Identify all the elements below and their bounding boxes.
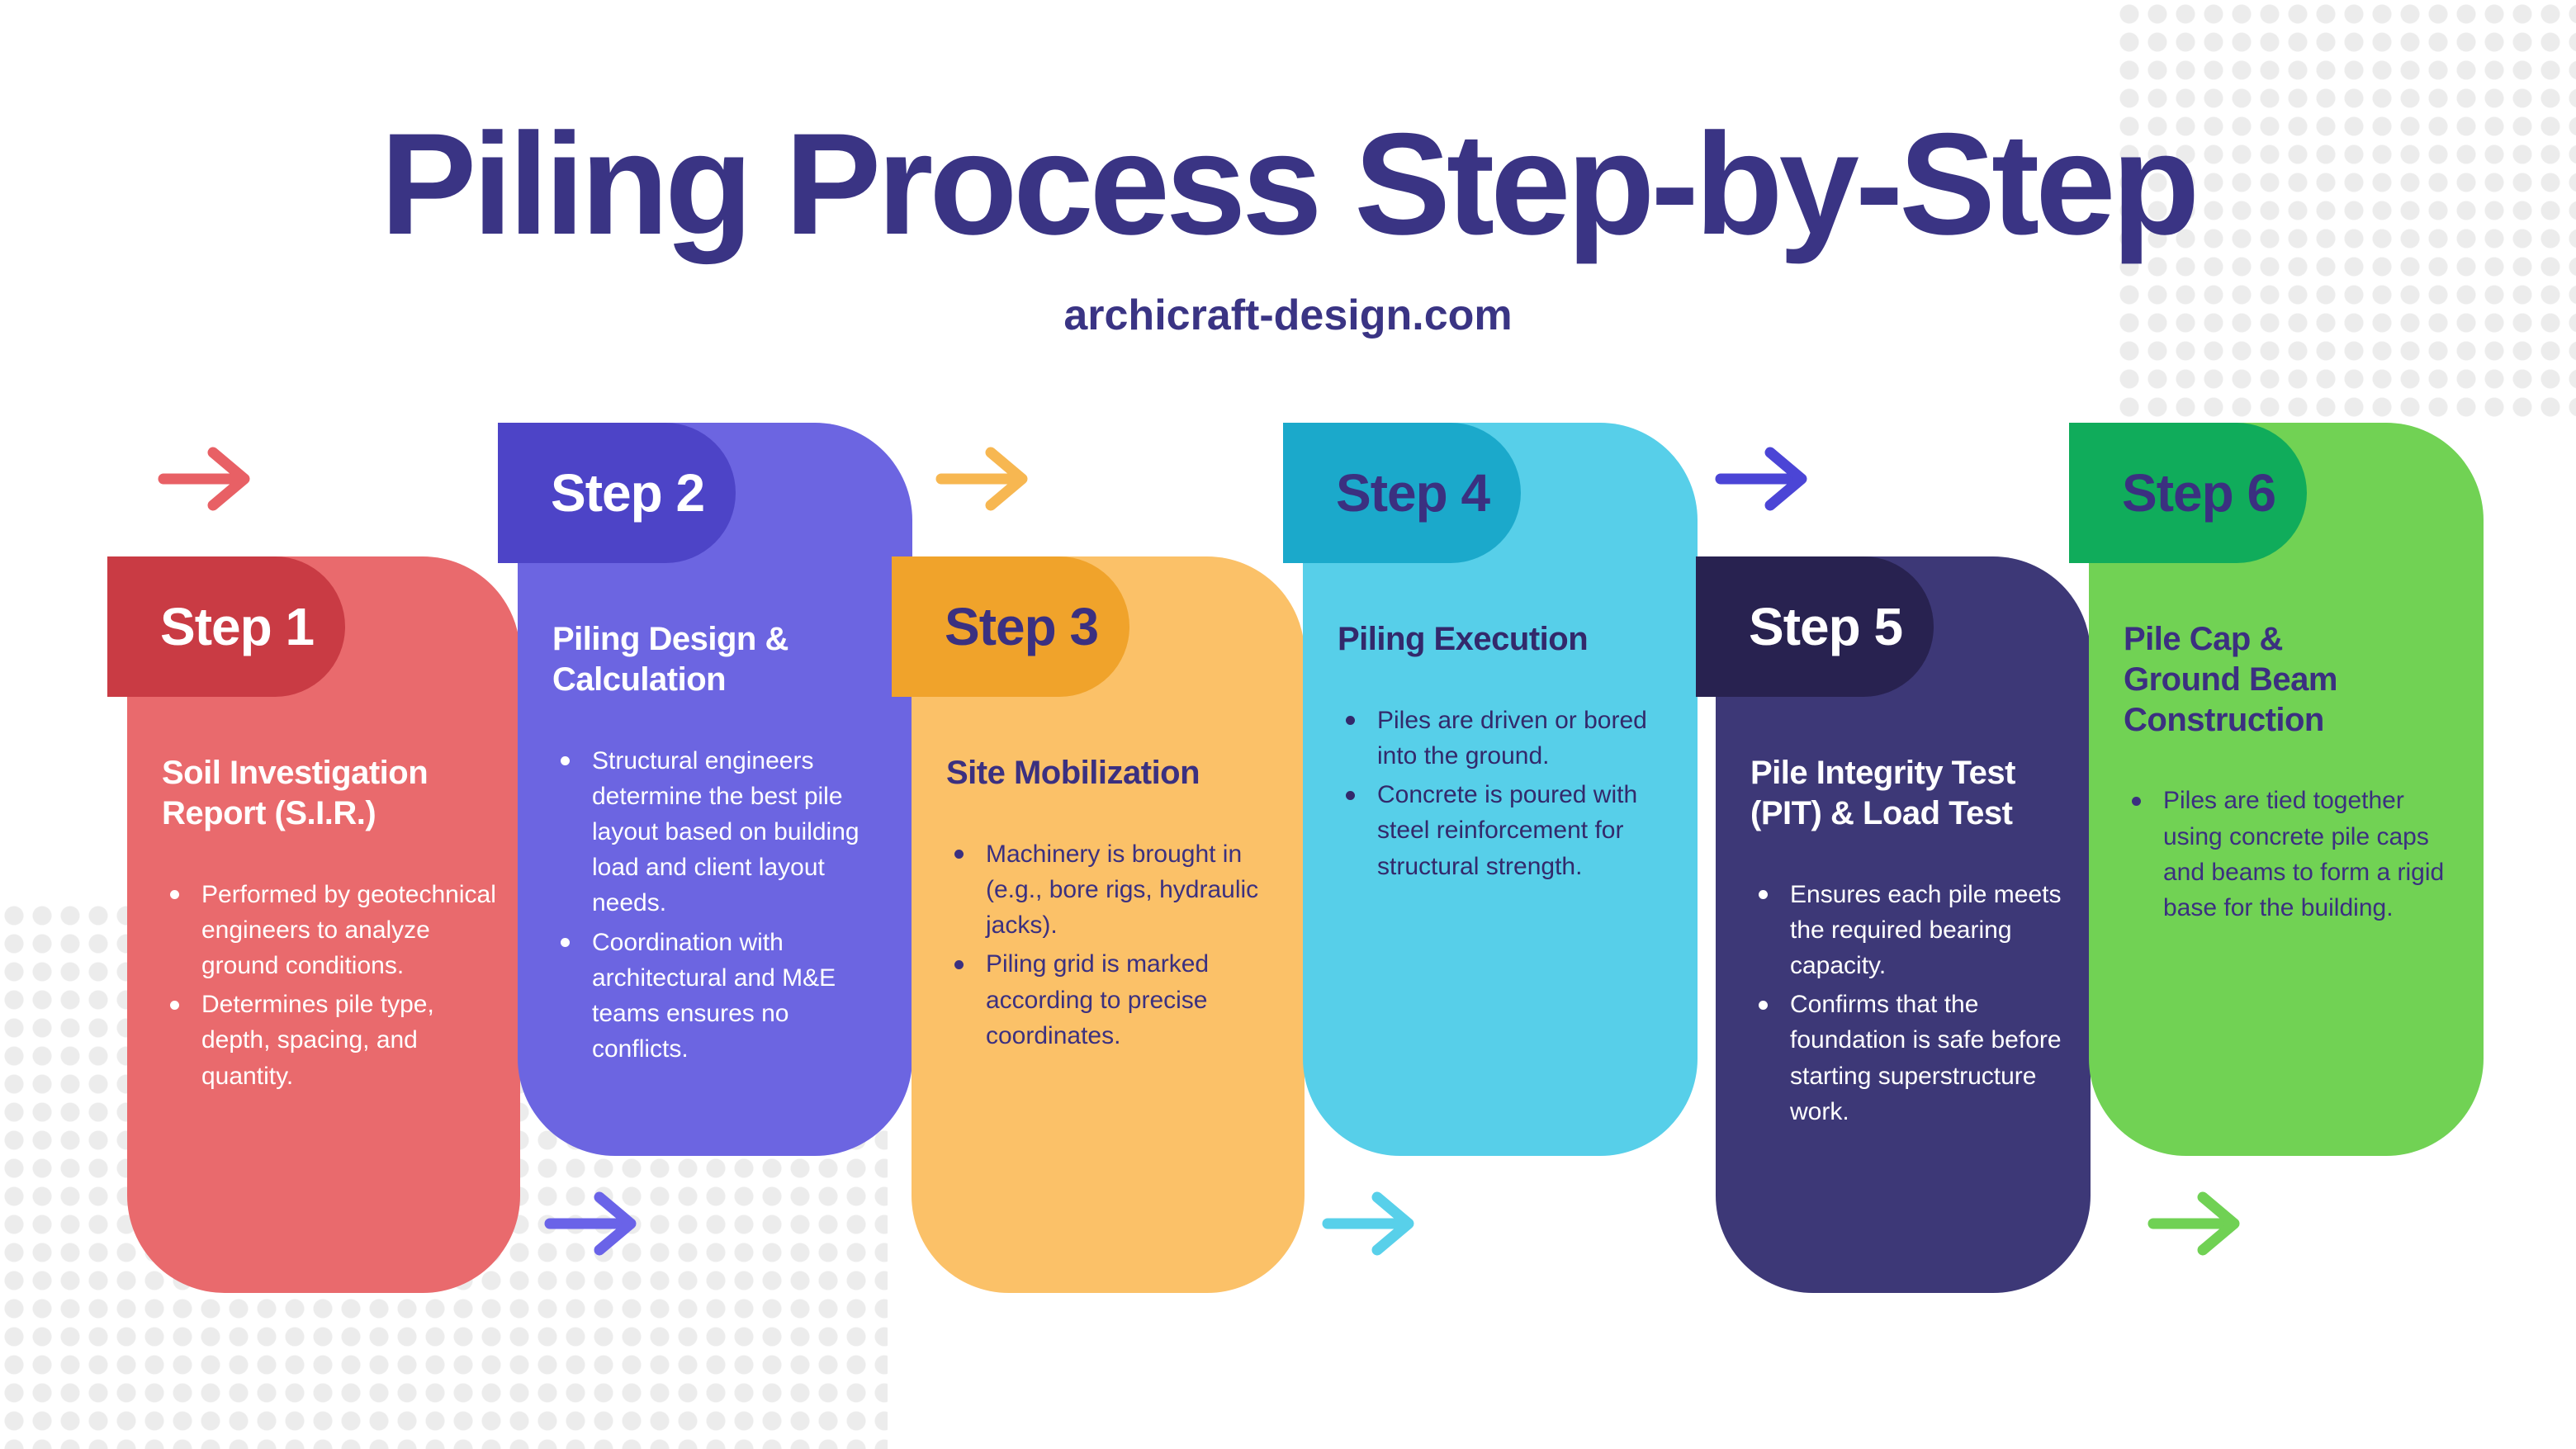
step-2-card: Step 2 Piling Design & Calculation Struc… [498, 423, 912, 1156]
bullet-item: Piles are tied together using concrete p… [2124, 783, 2462, 926]
bullet-item: Piles are driven or bored into the groun… [1338, 703, 1676, 774]
step-4-title: Piling Execution [1338, 621, 1589, 657]
step-6-badge: Step 6 [2069, 423, 2307, 563]
step-6-content: Pile Cap & Ground Beam Construction Pile… [2089, 423, 2484, 1156]
step-1-badge: Step 1 [107, 556, 345, 697]
step-1-badge-label: Step 1 [160, 597, 315, 656]
step-4-content: Piling Execution Piles are driven or bor… [1303, 423, 1698, 1156]
bullet-item: Structural engineers determine the best … [552, 743, 891, 921]
step-4-card: Step 4 Piling Execution Piles are driven… [1283, 423, 1698, 1156]
step-6-badge-label: Step 6 [2122, 463, 2276, 523]
right-arrow-icon [1715, 447, 1807, 511]
step-3-content: Site Mobilization Machinery is brought i… [912, 556, 1305, 1293]
page-title: Piling Process Step-by-Step [380, 104, 2200, 265]
step-6-bullet-list: Piles are tied together using concrete p… [2124, 783, 2462, 926]
step-3-badge: Step 3 [892, 556, 1129, 697]
bullet-item: Determines pile type, depth, spacing, an… [162, 987, 499, 1094]
step-3-title: Site Mobilization [946, 755, 1200, 791]
step-5-card: Step 5 Pile Integrity Test (PIT) & Load … [1696, 556, 2091, 1293]
step-3-badge-label: Step 3 [945, 597, 1099, 656]
step-2-title: Piling Design & Calculation [552, 621, 788, 698]
step-4-bullet-list: Piles are driven or bored into the groun… [1338, 703, 1676, 884]
step-3-card: Step 3 Site Mobilization Machinery is br… [892, 556, 1305, 1293]
website-url: archicraft-design.com [1063, 291, 1513, 339]
step-5-content: Pile Integrity Test (PIT) & Load Test En… [1716, 556, 2091, 1293]
bullet-item: Machinery is brought in (e.g., bore rigs… [946, 836, 1283, 944]
step-2-badge-label: Step 2 [551, 463, 705, 523]
bullet-item: Coordination with architectural and M&E … [552, 925, 891, 1068]
right-arrow-icon [158, 447, 250, 511]
halftone-dots-pattern-top-right [2115, 0, 2576, 417]
bullet-item: Ensures each pile meets the required bea… [1750, 877, 2069, 984]
bullet-item: Concrete is poured with steel reinforcem… [1338, 777, 1676, 884]
bullet-item: Performed by geotechnical engineers to a… [162, 877, 499, 984]
step-4-badge-label: Step 4 [1336, 463, 1490, 523]
step-1-title: Soil Investigation Report (S.I.R.) [162, 755, 429, 831]
right-arrow-icon [1322, 1191, 1414, 1256]
step-3-bullet-list: Machinery is brought in (e.g., bore rigs… [946, 836, 1283, 1054]
step-5-badge-label: Step 5 [1749, 597, 1903, 656]
step-2-bullet-list: Structural engineers determine the best … [552, 743, 891, 1068]
step-5-badge: Step 5 [1696, 556, 1934, 697]
step-2-content: Piling Design & Calculation Structural e… [518, 423, 912, 1156]
right-arrow-icon [935, 447, 1028, 511]
right-arrow-icon [2147, 1191, 2240, 1256]
step-1-card: Step 1 Soil Investigation Report (S.I.R.… [107, 556, 520, 1293]
right-arrow-icon [544, 1191, 637, 1256]
bullet-item: Confirms that the foundation is safe bef… [1750, 987, 2069, 1129]
step-1-bullet-list: Performed by geotechnical engineers to a… [162, 877, 499, 1094]
step-6-card: Step 6 Pile Cap & Ground Beam Constructi… [2069, 423, 2484, 1156]
bullet-item: Piling grid is marked according to preci… [946, 946, 1283, 1054]
step-5-title: Pile Integrity Test (PIT) & Load Test [1750, 755, 2015, 831]
step-5-bullet-list: Ensures each pile meets the required bea… [1750, 877, 2069, 1129]
step-1-content: Soil Investigation Report (S.I.R.) Perfo… [127, 556, 520, 1293]
step-6-title: Pile Cap & Ground Beam Construction [2124, 621, 2337, 738]
step-2-badge: Step 2 [498, 423, 736, 563]
step-4-badge: Step 4 [1283, 423, 1521, 563]
